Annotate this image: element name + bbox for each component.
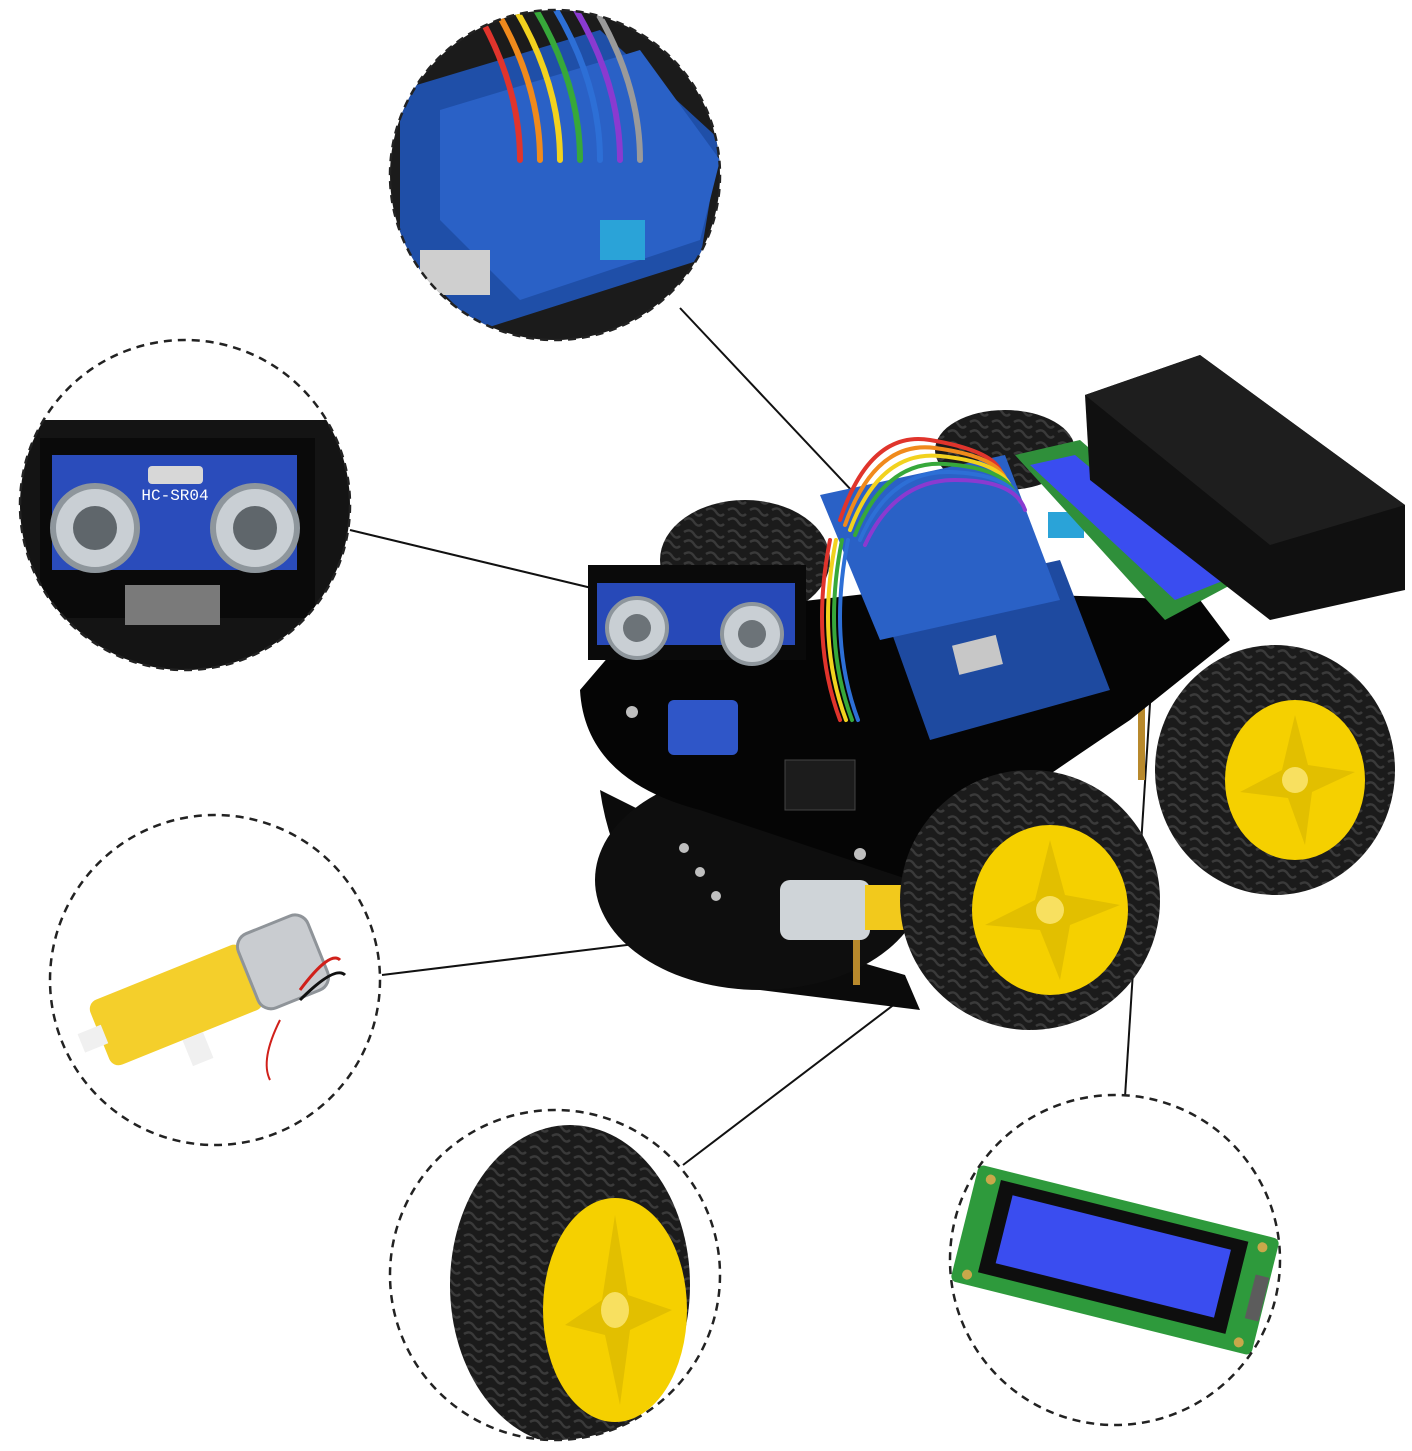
arduino-sensor-shield-callout: [388, 8, 722, 342]
connector-line-sensor: [349, 529, 601, 591]
ir-receiver-module: [784, 759, 856, 811]
chassis-motor: [780, 880, 870, 940]
gear-motor-callout: [48, 813, 382, 1147]
lcd-callout: [948, 1093, 1282, 1427]
sensor-model-label: HC-SR04: [141, 487, 208, 505]
connector-line-wheel: [682, 999, 901, 1166]
robot-car: [580, 355, 1405, 1030]
connector-line-board: [679, 307, 871, 511]
usb-port: [952, 634, 1003, 675]
sensor-shield-board: [820, 455, 1060, 640]
car-lcd-screen: [1030, 455, 1225, 600]
front-left-wheel: [900, 770, 1160, 1030]
front-right-wheel: [1155, 645, 1395, 895]
jumper-wires: [820, 437, 1027, 722]
ultrasonic-sensor-callout: HC-SR04: [18, 338, 352, 672]
wheel-callout: [388, 1108, 722, 1442]
plate-screws: [626, 706, 866, 901]
servo-motor: [668, 700, 738, 755]
